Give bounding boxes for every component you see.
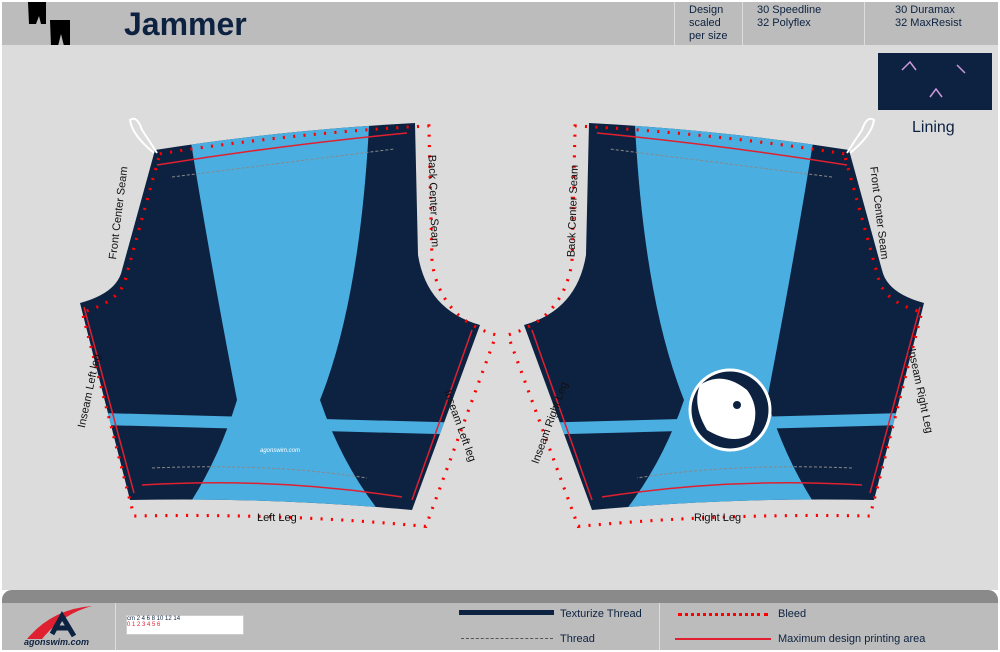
ruler: cm 2 4 6 8 10 12 14 0 1 2 3 4 5 6 (126, 615, 244, 635)
size-line: 32 Polyflex (757, 17, 811, 29)
divider (659, 603, 660, 650)
agon-logo-icon (27, 606, 92, 639)
right-leg-label: Right Leg (694, 512, 742, 524)
size-line: 30 Speedline (757, 4, 822, 16)
bleed-label: Bleed (778, 608, 807, 620)
max-area-swatch (675, 638, 771, 640)
note-line: scaled (689, 17, 721, 29)
texturize-thread-swatch (459, 610, 554, 615)
lining-label: Lining (912, 119, 955, 136)
footer-logo-text: agonswim.com (24, 637, 90, 647)
jammer-icon (28, 2, 70, 46)
panel-logo: agonswim.com (260, 448, 301, 454)
size-line: 30 Duramax (895, 4, 955, 16)
note-line: Design (689, 4, 724, 16)
lining-swatch (878, 53, 992, 110)
size-line: 32 MaxResist (895, 17, 962, 29)
bear-logo (688, 368, 772, 452)
max-area-label: Maximum design printing area (778, 633, 926, 645)
left-leg-label: Left Leg (257, 512, 297, 524)
page-title: Jammer (124, 6, 247, 42)
ruler-unit: cm (127, 616, 135, 622)
thread-swatch (461, 638, 553, 639)
bleed-swatch (678, 613, 768, 616)
footer-legend: agonswim.com cm 2 4 6 8 10 12 14 0 1 2 3… (2, 590, 998, 650)
design-canvas: Lining Left Leg Right Leg Front Center S… (2, 45, 998, 590)
thread-label: Thread (560, 633, 595, 645)
texturize-thread-label: Texturize Thread (560, 608, 642, 620)
footer-bar (2, 590, 998, 603)
note-line: per size (689, 30, 728, 42)
divider (115, 603, 116, 650)
pattern-svg (2, 53, 992, 590)
